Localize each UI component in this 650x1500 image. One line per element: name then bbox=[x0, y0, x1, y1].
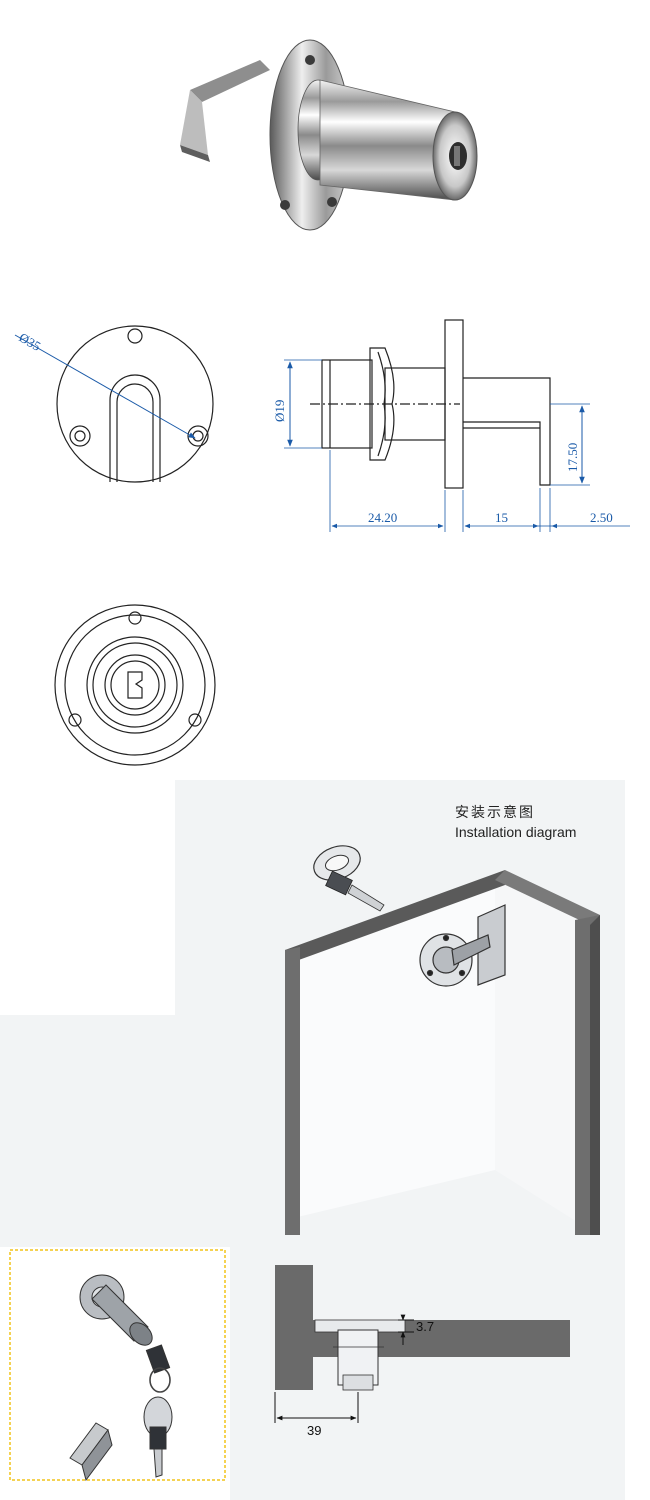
dim-label: 19 bbox=[272, 400, 287, 413]
dim-flange-diameter: Ø35 bbox=[14, 330, 196, 439]
installation-diagram: 安装示意图 Installation diagram bbox=[0, 775, 650, 1500]
front-view bbox=[54, 604, 216, 766]
dim-body-length: 24.20 bbox=[368, 510, 397, 525]
keyway-icon bbox=[449, 142, 467, 170]
diagram-title-cn: 安装示意图 bbox=[455, 804, 535, 821]
technical-drawing: Ø35 Ø19 bbox=[0, 300, 650, 780]
section-view bbox=[275, 1265, 570, 1391]
dim-cam-offset: 15 bbox=[495, 510, 508, 525]
dim-body-diameter: Ø19 bbox=[272, 359, 322, 449]
dim-label: 35 bbox=[25, 334, 44, 353]
strike-plate bbox=[69, 1422, 113, 1482]
svg-text:Ø35: Ø35 bbox=[17, 330, 44, 354]
cam-bar bbox=[180, 60, 270, 162]
lock-with-keys bbox=[79, 1274, 173, 1478]
key-icon bbox=[313, 845, 385, 912]
side-view bbox=[310, 319, 551, 489]
flange-hole bbox=[305, 55, 315, 65]
flange-hole bbox=[280, 200, 290, 210]
mounted-lock bbox=[419, 904, 506, 987]
dim-gap-label: 3.7 bbox=[416, 1319, 434, 1334]
dim-cam-thickness: 2.50 bbox=[590, 510, 613, 525]
dim-offset-label: 39 bbox=[307, 1423, 321, 1438]
dim-offset bbox=[274, 1392, 359, 1423]
diagram-title-en: Installation diagram bbox=[455, 824, 576, 840]
product-photo bbox=[150, 20, 510, 250]
dim-label: 17.50 bbox=[565, 443, 580, 472]
svg-text:Ø19: Ø19 bbox=[272, 400, 287, 422]
dim-gap bbox=[398, 1314, 414, 1345]
dim-cam-height: 17.50 bbox=[550, 403, 590, 486]
dim-horizontal bbox=[329, 450, 630, 532]
flange-hole bbox=[327, 197, 337, 207]
rear-view bbox=[56, 325, 214, 483]
